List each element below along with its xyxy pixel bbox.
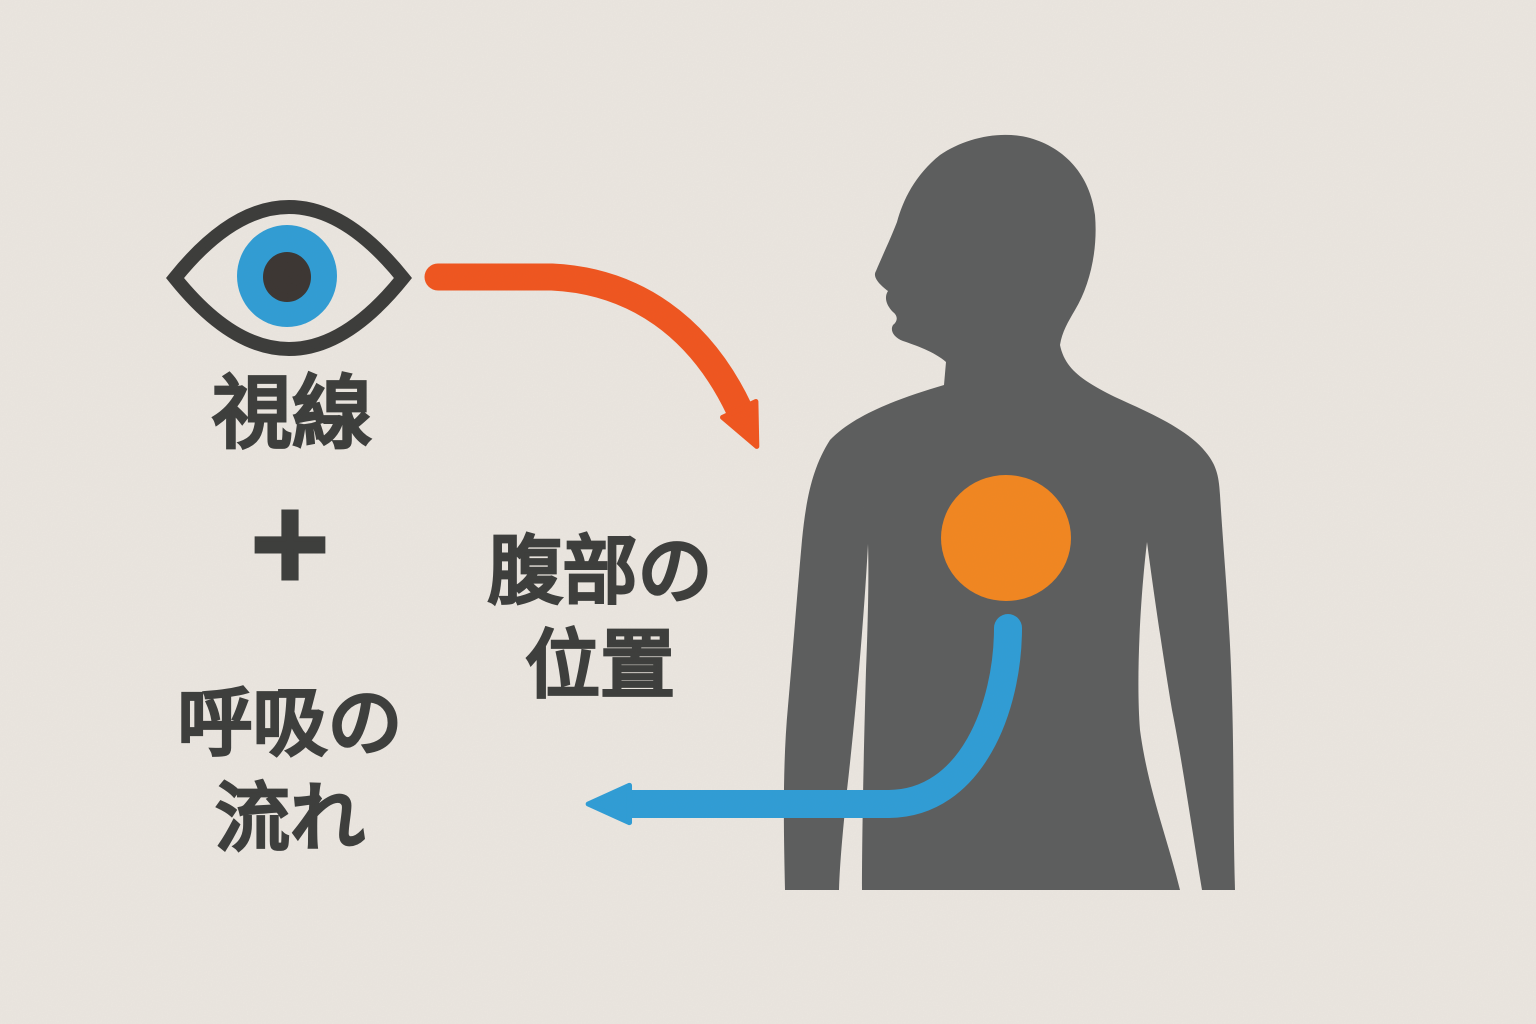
abdomen-spot-circle [941, 475, 1071, 601]
breathing-flow-line2: 流れ [214, 773, 365, 862]
abdomen-position-line1: 腹部の [487, 526, 713, 615]
human-profile-silhouette [783, 134, 1235, 891]
abdomen-position-label: 腹部の 位置 [450, 524, 750, 712]
gaze-label: 視線 [211, 367, 372, 460]
plus-symbol: + [244, 481, 337, 603]
eye-icon [166, 200, 412, 356]
breathing-flow-label: 呼吸の 流れ [140, 676, 440, 866]
curved-arrow-down-right-icon [424, 263, 760, 449]
abdomen-position-line2: 位置 [524, 620, 675, 709]
breathing-flow-line1: 呼吸の [177, 678, 403, 767]
eye-pupil [263, 252, 311, 302]
